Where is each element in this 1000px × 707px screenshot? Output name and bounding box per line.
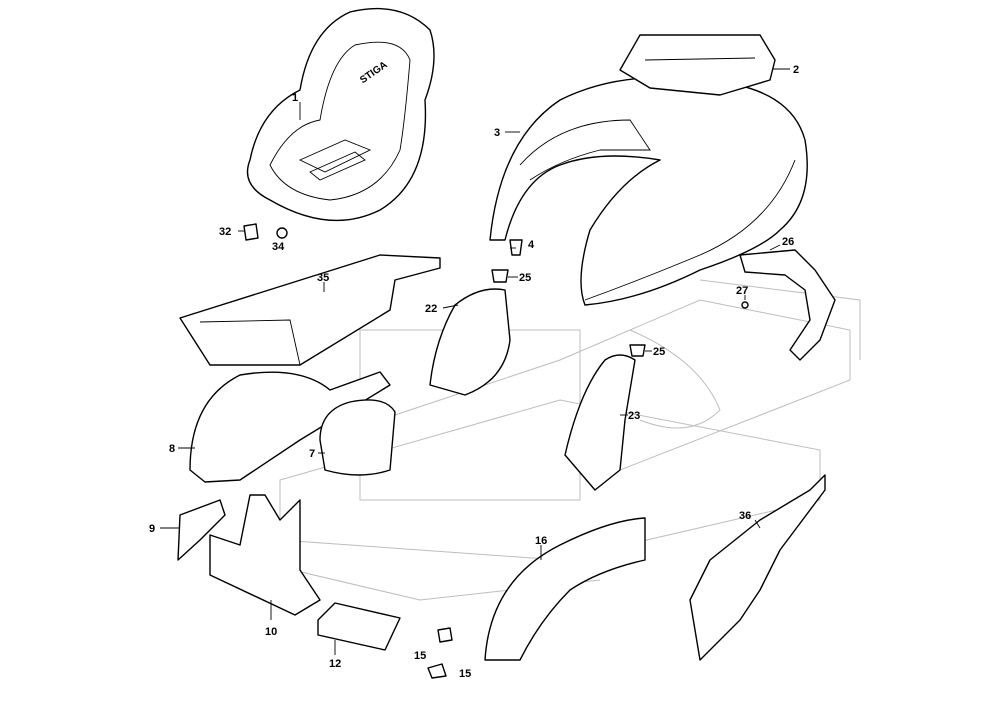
part-dash-cover[interactable]: [619, 34, 776, 96]
callout-23[interactable]: 23: [628, 410, 640, 422]
part-tank-7[interactable]: [319, 399, 396, 476]
part-clip-15b[interactable]: [427, 663, 447, 679]
callout-34[interactable]: 34: [272, 241, 285, 253]
callout-15b[interactable]: 15: [459, 668, 471, 680]
part-knob[interactable]: [509, 239, 523, 256]
callout-36[interactable]: 36: [739, 510, 751, 522]
callout-26[interactable]: 26: [782, 236, 794, 248]
callouts: 1 2 3 4 25 22 26 27 32 34 35 25 23 8 7 9…: [149, 64, 799, 680]
part-clip-15a[interactable]: [437, 627, 453, 643]
part-clip-32[interactable]: [243, 223, 259, 241]
part-rear-fender-16[interactable]: [484, 517, 646, 661]
callout-27[interactable]: 27: [736, 285, 748, 297]
part-cover-23[interactable]: [564, 354, 636, 491]
part-hood[interactable]: [489, 34, 808, 306]
part-side-panel-36[interactable]: [689, 474, 826, 661]
callout-25a[interactable]: 25: [519, 272, 531, 284]
part-column-cover-22[interactable]: [429, 288, 511, 396]
callout-1[interactable]: 1: [292, 92, 298, 104]
leader-lines: [160, 68, 790, 655]
part-nut-34[interactable]: [276, 227, 288, 239]
callout-10[interactable]: 10: [265, 626, 277, 638]
part-seat[interactable]: STIGA: [246, 7, 435, 222]
callout-3[interactable]: 3: [494, 127, 500, 139]
callout-35[interactable]: 35: [317, 272, 329, 284]
callout-4[interactable]: 4: [528, 239, 535, 251]
part-front-panel-10[interactable]: [209, 494, 321, 616]
callout-25b[interactable]: 25: [653, 346, 665, 358]
callout-9[interactable]: 9: [149, 523, 155, 535]
callout-22[interactable]: 22: [425, 303, 437, 315]
part-fender-8[interactable]: [189, 371, 391, 483]
part-front-bracket[interactable]: [739, 249, 836, 361]
callout-8[interactable]: 8: [169, 443, 175, 455]
part-screw-27[interactable]: [741, 301, 749, 309]
callout-32[interactable]: 32: [219, 226, 231, 238]
part-cap-25a[interactable]: [491, 269, 509, 283]
part-bracket-9[interactable]: [177, 499, 226, 561]
part-side-panel-35[interactable]: [179, 254, 441, 366]
callout-15a[interactable]: 15: [414, 650, 426, 662]
callout-16[interactable]: 16: [535, 535, 547, 547]
part-plate-12[interactable]: [317, 602, 401, 651]
callout-7[interactable]: 7: [309, 448, 315, 460]
part-cap-25b[interactable]: [629, 344, 646, 357]
callout-12[interactable]: 12: [329, 658, 341, 670]
callout-2[interactable]: 2: [793, 64, 799, 76]
